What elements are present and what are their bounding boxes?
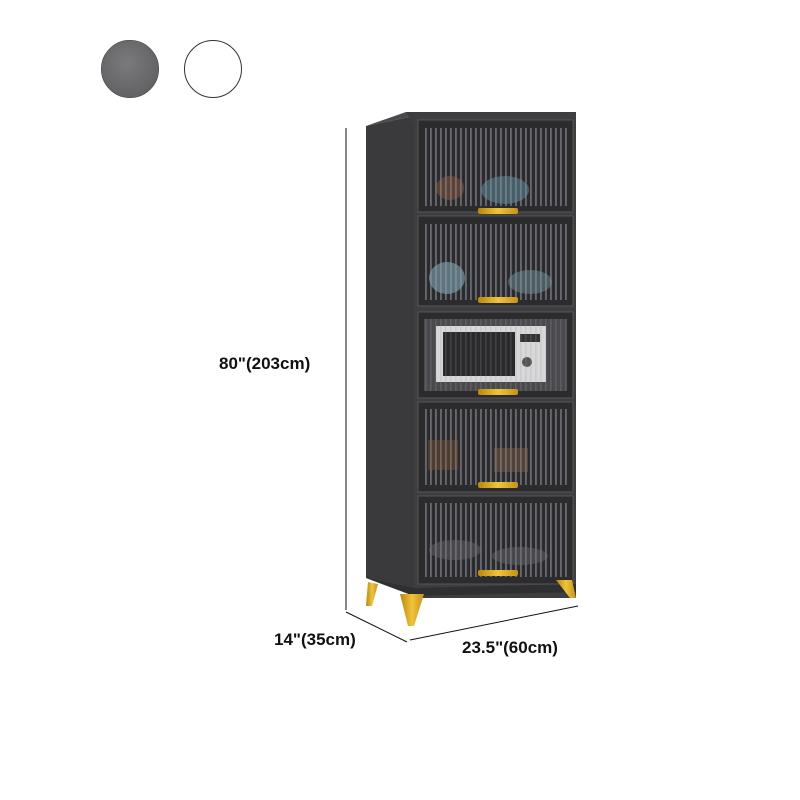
leg-front-right — [556, 580, 576, 598]
depth-label: 14"(35cm) — [274, 630, 356, 649]
leg-back-left — [366, 582, 378, 606]
compartment-1 — [417, 119, 574, 214]
dimension-lines — [345, 128, 579, 643]
swatch-gray-fill — [101, 40, 159, 98]
compartment-5 — [417, 495, 574, 585]
compartment-3-microwave — [417, 311, 574, 399]
height-label: 80"(203cm) — [219, 354, 311, 373]
cabinet — [366, 112, 576, 626]
cabinet-legs — [366, 580, 576, 626]
compartment-2 — [417, 215, 574, 307]
door-handle-gold — [478, 389, 518, 395]
door-handle-gold — [478, 208, 518, 214]
color-swatch-white[interactable] — [184, 40, 242, 98]
leg-front-left — [400, 594, 424, 626]
depth-line — [345, 611, 408, 643]
cabinet-side — [366, 116, 414, 596]
door-handle-gold — [478, 297, 518, 303]
door-handle-gold — [478, 570, 518, 576]
width-label: 23.5"(60cm) — [462, 638, 558, 657]
width-line — [409, 605, 579, 641]
door-handle-gold — [478, 482, 518, 488]
compartment-4 — [417, 401, 574, 493]
